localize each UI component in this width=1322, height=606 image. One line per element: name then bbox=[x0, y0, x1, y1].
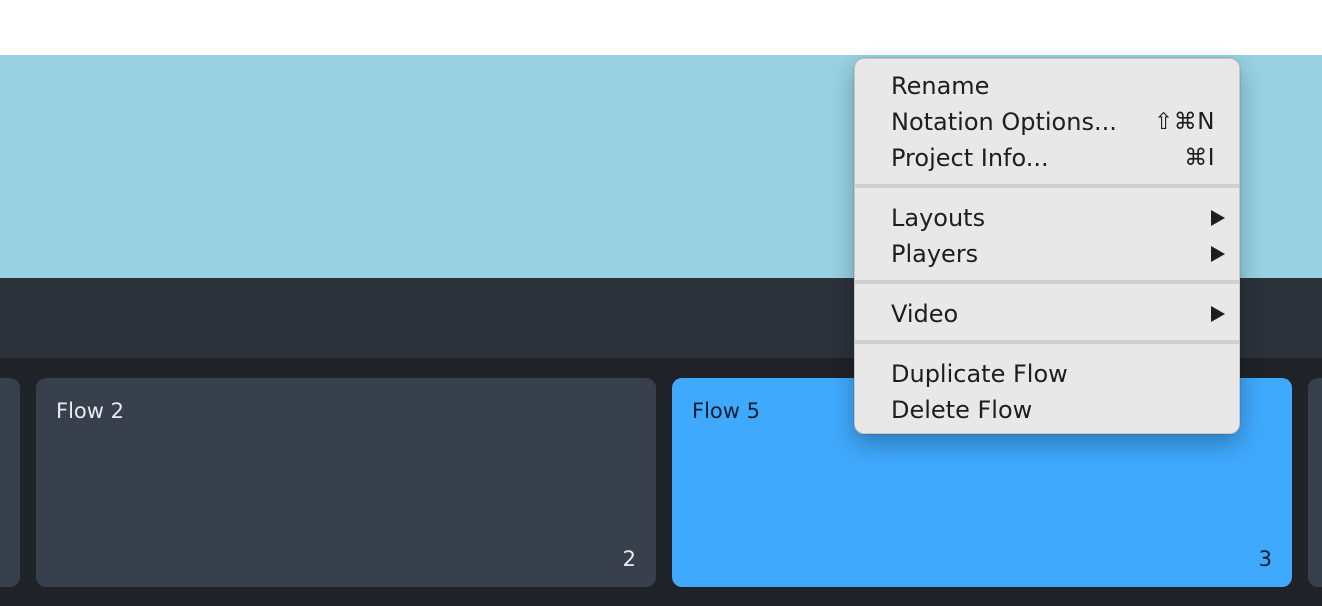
menu-item-label: Duplicate Flow bbox=[891, 360, 1068, 388]
flow-card-number: 3 bbox=[1258, 547, 1272, 571]
menu-item-project-info[interactable]: Project Info... ⌘I bbox=[855, 140, 1239, 176]
triangle-right-icon bbox=[1211, 306, 1225, 322]
menu-item-shortcut: ⌘I bbox=[1184, 145, 1215, 171]
top-area bbox=[0, 0, 1322, 55]
menu-item-label: Video bbox=[891, 300, 959, 328]
menu-item-notation-options[interactable]: Notation Options... ⇧⌘N bbox=[855, 104, 1239, 140]
menu-item-label: Delete Flow bbox=[891, 396, 1033, 424]
menu-separator bbox=[855, 280, 1239, 284]
flow-card-partial-right[interactable] bbox=[1308, 378, 1322, 587]
triangle-right-icon bbox=[1211, 210, 1225, 226]
flow-card-partial-left[interactable] bbox=[0, 378, 20, 587]
menu-item-label: Project Info... bbox=[891, 144, 1049, 172]
menu-separator bbox=[855, 184, 1239, 188]
flow-card-title: Flow 5 bbox=[692, 399, 760, 423]
menu-item-label: Rename bbox=[891, 72, 990, 100]
menu-item-duplicate-flow[interactable]: Duplicate Flow bbox=[855, 356, 1239, 392]
menu-item-video[interactable]: Video bbox=[855, 296, 1239, 332]
menu-item-shortcut: ⇧⌘N bbox=[1154, 109, 1215, 135]
menu-item-rename[interactable]: Rename bbox=[855, 68, 1239, 104]
triangle-right-icon bbox=[1211, 246, 1225, 262]
menu-item-delete-flow[interactable]: Delete Flow bbox=[855, 392, 1239, 428]
menu-item-label: Layouts bbox=[891, 204, 986, 232]
menu-item-label: Players bbox=[891, 240, 979, 268]
flow-card-number: 2 bbox=[622, 547, 636, 571]
flow-card-title: Flow 2 bbox=[56, 399, 124, 423]
menu-item-label: Notation Options... bbox=[891, 108, 1117, 136]
context-menu: Rename Notation Options... ⇧⌘N Project I… bbox=[854, 58, 1240, 434]
menu-item-layouts[interactable]: Layouts bbox=[855, 200, 1239, 236]
flow-card-flow-2[interactable]: Flow 2 2 bbox=[36, 378, 656, 587]
menu-item-players[interactable]: Players bbox=[855, 236, 1239, 272]
menu-separator bbox=[855, 340, 1239, 344]
